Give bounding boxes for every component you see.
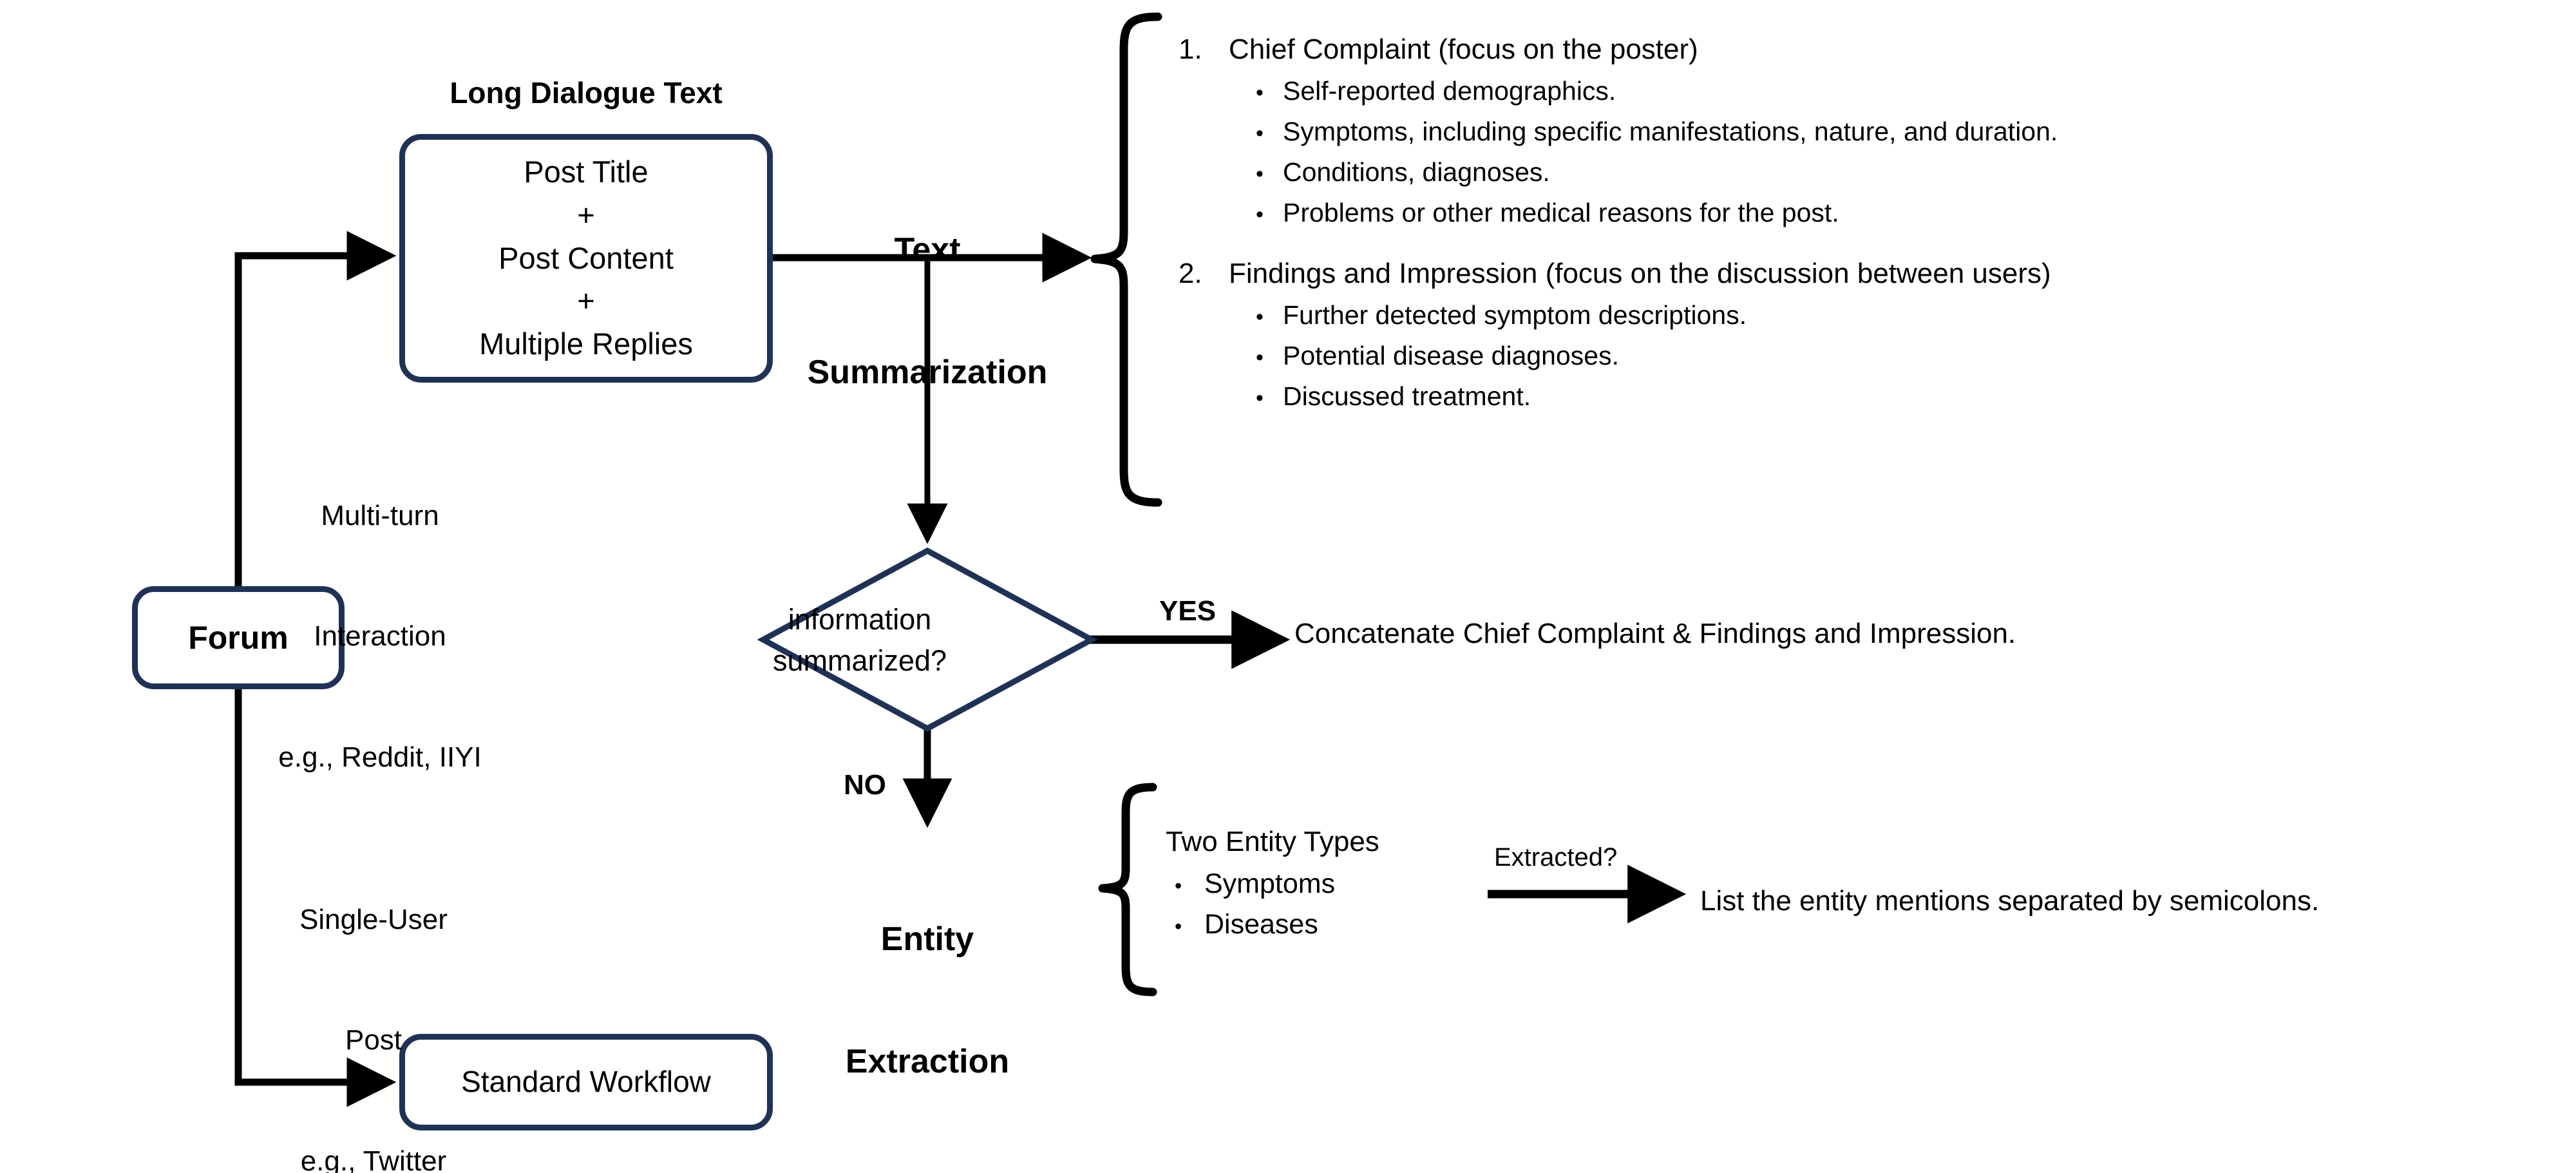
brace-summarization-outputs xyxy=(1090,12,1162,507)
edge-label-extracted: Extracted? xyxy=(1494,843,1618,872)
entity-extraction-line1: Entity xyxy=(880,920,974,958)
decision-label-wrap: information summarized? xyxy=(696,551,1024,730)
summarization-item-number: 1. xyxy=(1179,33,1202,65)
summarization-item-number: 2. xyxy=(1179,258,1202,289)
summarization-bullet-text: Potential disease diagnoses. xyxy=(1283,341,1619,370)
output-concatenate: Concatenate Chief Complaint & Findings a… xyxy=(1294,618,2016,649)
summarization-output-list: 1. Chief Complaint (focus on the poster)… xyxy=(1179,33,2467,434)
single-user-line1: Single-User xyxy=(299,903,448,935)
output-list-entity-mentions: List the entity mentions separated by se… xyxy=(1700,885,2320,917)
label-text-summarization: Text Summarization xyxy=(766,148,1088,475)
label-single-user-post: Single-User Post e.g., Twitter xyxy=(238,819,509,1173)
entity-type-label: Symptoms xyxy=(1204,868,1336,899)
bullet-dot-icon: • xyxy=(1256,81,1264,105)
summarization-bullet-text: Discussed treatment. xyxy=(1283,381,1531,411)
standard-workflow-label: Standard Workflow xyxy=(461,1065,711,1099)
bullet-dot-icon: • xyxy=(1256,202,1264,227)
summarization-item-title: Chief Complaint (focus on the poster) xyxy=(1229,33,1698,65)
node-long-dialogue-text[interactable]: Post Title + Post Content + Multiple Rep… xyxy=(399,134,773,383)
bullet-dot-icon: • xyxy=(1175,915,1182,938)
summarization-item: 1. Chief Complaint (focus on the poster)… xyxy=(1179,33,2467,228)
summarization-bullet-list: • Further detected symptom descriptions.… xyxy=(1179,300,2467,412)
multi-turn-line1: Multi-turn xyxy=(321,499,439,531)
long-dialogue-line-multiple-replies: Multiple Replies xyxy=(479,327,693,361)
edge-label-yes: YES xyxy=(1159,595,1217,627)
summarization-bullet: • Self-reported demographics. xyxy=(1179,76,2467,106)
bullet-dot-icon: • xyxy=(1256,121,1264,146)
summarization-item-head: 1. Chief Complaint (focus on the poster) xyxy=(1179,33,2467,66)
node-decision-information-summarized[interactable]: information summarized? xyxy=(696,551,1024,730)
multi-turn-line3: e.g., Reddit, IIYI xyxy=(278,741,482,773)
decision-label-line2: summarized? xyxy=(772,644,947,677)
long-dialogue-title: Long Dialogue Text xyxy=(450,76,723,110)
multi-turn-line2: Interaction xyxy=(314,620,446,653)
long-dialogue-plus-2: + xyxy=(577,283,595,318)
single-user-line2: Post xyxy=(345,1024,402,1056)
long-dialogue-line-post-content: Post Content xyxy=(498,240,674,275)
text-summarization-line2: Summarization xyxy=(807,354,1048,392)
bullet-dot-icon: • xyxy=(1256,305,1264,329)
summarization-bullet: • Symptoms, including specific manifesta… xyxy=(1179,117,2467,147)
bullet-dot-icon: • xyxy=(1256,162,1264,186)
bullet-dot-icon: • xyxy=(1256,386,1264,410)
label-entity-extraction: Entity Extraction xyxy=(799,837,1056,1165)
bullet-dot-icon: • xyxy=(1175,874,1182,897)
summarization-item-head: 2. Findings and Impression (focus on the… xyxy=(1179,258,2467,290)
summarization-bullet-list: • Self-reported demographics. • Symptoms… xyxy=(1179,76,2467,228)
decision-label-line1: information xyxy=(788,603,932,636)
forum-label: Forum xyxy=(188,619,289,656)
long-dialogue-plus-1: + xyxy=(577,197,595,232)
node-forum[interactable]: Forum xyxy=(132,586,345,689)
summarization-bullet-text: Self-reported demographics. xyxy=(1283,76,1616,106)
summarization-bullet-text: Symptoms, including specific manifestati… xyxy=(1283,117,2058,146)
entity-type-item: • Diseases xyxy=(1166,909,1501,940)
entity-type-label: Diseases xyxy=(1204,909,1318,940)
label-multi-turn-interaction: Multi-turn Interaction e.g., Reddit, IIY… xyxy=(245,415,515,858)
entity-extraction-line2: Extraction xyxy=(845,1043,1010,1081)
single-user-line3: e.g., Twitter xyxy=(300,1145,447,1173)
summarization-bullet-text: Conditions, diagnoses. xyxy=(1283,157,1550,187)
entity-types-title: Two Entity Types xyxy=(1166,826,1379,857)
summarization-bullet: • Potential disease diagnoses. xyxy=(1179,341,2467,371)
summarization-bullet-text: Problems or other medical reasons for th… xyxy=(1283,198,1839,227)
node-standard-workflow[interactable]: Standard Workflow xyxy=(399,1034,773,1130)
summarization-bullet: • Problems or other medical reasons for … xyxy=(1179,198,2467,228)
summarization-bullet: • Discussed treatment. xyxy=(1179,381,2467,412)
bullet-dot-icon: • xyxy=(1256,345,1264,370)
edge-label-no: NO xyxy=(844,769,886,801)
brace-entity-types xyxy=(1098,783,1157,997)
summarization-bullet: • Conditions, diagnoses. xyxy=(1179,157,2467,187)
text-summarization-line1: Text xyxy=(894,231,961,269)
summarization-bullet: • Further detected symptom descriptions. xyxy=(1179,300,2467,330)
summarization-item-title: Findings and Impression (focus on the di… xyxy=(1229,258,2051,289)
summarization-bullet-text: Further detected symptom descriptions. xyxy=(1283,300,1747,330)
entity-types-list: Two Entity Types • Symptoms • Diseases xyxy=(1166,826,1501,940)
long-dialogue-line-post-title: Post Title xyxy=(524,154,649,189)
summarization-item: 2. Findings and Impression (focus on the… xyxy=(1179,258,2467,412)
entity-type-item: • Symptoms xyxy=(1166,868,1501,900)
